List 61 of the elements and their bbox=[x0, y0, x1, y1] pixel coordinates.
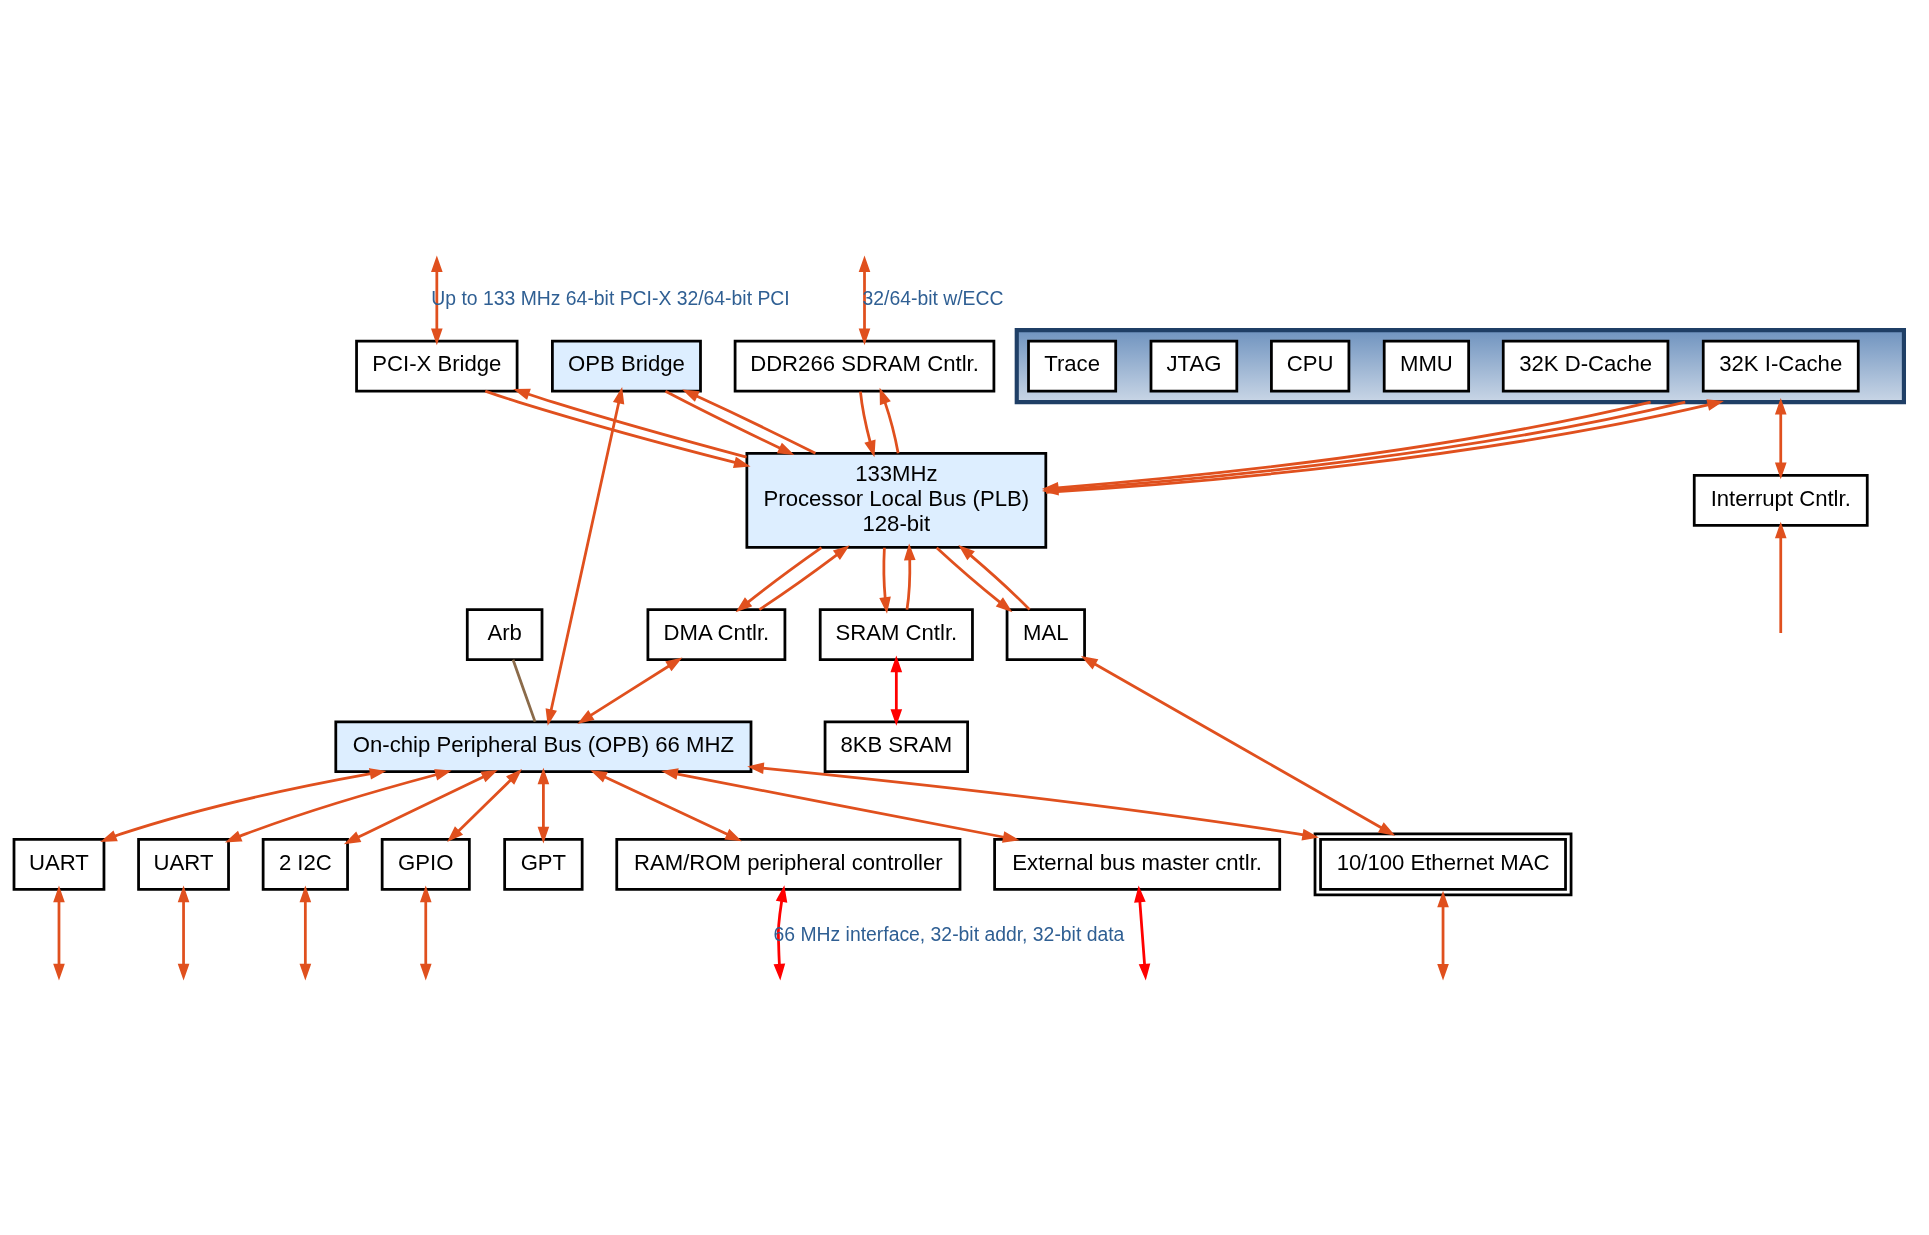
arrow bbox=[958, 544, 1031, 611]
node-box: DDR266 SDRAM Cntlr. bbox=[733, 339, 996, 392]
arrow bbox=[447, 768, 523, 842]
node-box: GPT bbox=[503, 837, 584, 891]
arrow bbox=[431, 254, 443, 345]
node-box: MAL bbox=[1005, 607, 1086, 661]
arrow bbox=[299, 885, 312, 980]
node-box: JTAG bbox=[1149, 339, 1239, 392]
arrow bbox=[682, 389, 817, 454]
node-box: PCI-X Bridge bbox=[355, 339, 519, 392]
arrow bbox=[545, 386, 625, 726]
arrow bbox=[484, 389, 751, 468]
connector bbox=[511, 658, 537, 722]
node-box: Interrupt Cntlr. bbox=[1692, 473, 1869, 527]
node-box: On-chip Peripheral Bus (OPB) 66 MHZ bbox=[334, 719, 753, 773]
node-box: OPB Bridge bbox=[551, 339, 702, 392]
node-box: 2 I2C bbox=[261, 837, 349, 891]
arrow bbox=[858, 254, 871, 345]
arrow bbox=[419, 885, 432, 980]
arrow bbox=[343, 769, 498, 844]
node-box: CPU bbox=[1270, 339, 1351, 392]
arrow bbox=[1774, 397, 1787, 479]
arrow bbox=[661, 767, 1020, 843]
node-box: DMA Cntlr. bbox=[646, 607, 787, 661]
node-box: MMU bbox=[1382, 339, 1471, 392]
arrow bbox=[1080, 655, 1396, 836]
arrow bbox=[1437, 890, 1449, 981]
node-box: Trace bbox=[1027, 339, 1118, 392]
arrow bbox=[513, 388, 747, 458]
node-box: Arb bbox=[465, 607, 544, 661]
arrow bbox=[590, 769, 742, 841]
cluster bbox=[1014, 327, 1906, 404]
arrow bbox=[100, 767, 387, 842]
arrow bbox=[879, 387, 900, 453]
node-box: RAM/ROM peripheral controller bbox=[615, 837, 962, 891]
arrow bbox=[859, 390, 876, 457]
node-box: 8KB SRAM bbox=[823, 719, 969, 773]
arrow bbox=[537, 767, 550, 843]
node-box: GPIO bbox=[380, 837, 471, 891]
arrow bbox=[224, 768, 452, 842]
arrow bbox=[903, 543, 916, 610]
arrow bbox=[758, 544, 850, 611]
node-box: 32K D-Cache bbox=[1501, 339, 1670, 392]
arrow bbox=[735, 546, 823, 612]
arrow bbox=[177, 885, 190, 980]
node-box: External bus master cntlr. bbox=[993, 837, 1282, 891]
arrow bbox=[890, 655, 903, 726]
arrow bbox=[1774, 521, 1787, 633]
arrow bbox=[53, 885, 65, 980]
arrow bbox=[935, 546, 1013, 612]
arrow bbox=[747, 761, 1319, 840]
arrow bbox=[577, 656, 683, 724]
node-box: 32K I-Cache bbox=[1701, 339, 1860, 392]
node-box: 10/100 Ethernet MAC bbox=[1313, 832, 1573, 896]
node-box: 133MHz Processor Local Bus (PLB) 128-bit bbox=[745, 451, 1048, 549]
arrow bbox=[879, 547, 891, 614]
node-box: UART bbox=[137, 837, 230, 891]
arrow bbox=[1134, 885, 1151, 980]
node-box: UART bbox=[12, 837, 106, 891]
arrow bbox=[664, 389, 795, 455]
node-box: SRAM Cntlr. bbox=[818, 607, 974, 661]
